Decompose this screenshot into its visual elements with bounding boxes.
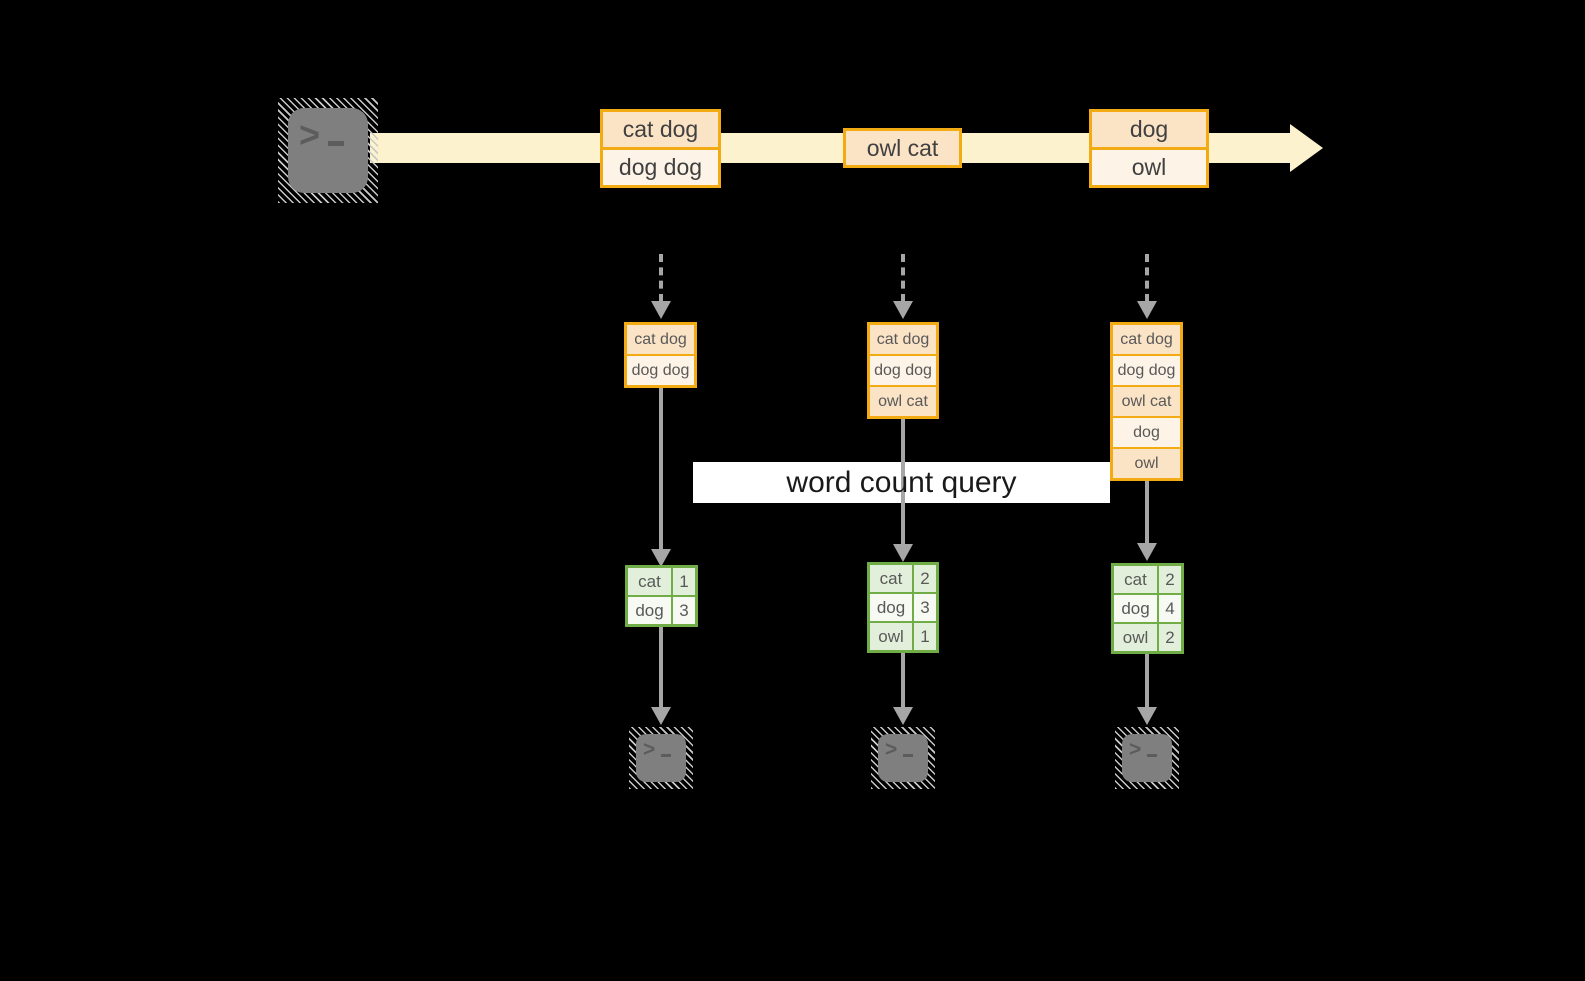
- count-row: cat 1: [628, 568, 695, 595]
- stream-batch-2: owl cat: [843, 128, 962, 168]
- trigger-arrowhead-icon-1: [651, 301, 671, 319]
- state-line: owl cat: [870, 385, 936, 416]
- count-cell: 1: [912, 623, 936, 650]
- sink-connector-line-1: [659, 627, 663, 709]
- state-line: cat dog: [627, 325, 694, 354]
- count-row: dog 4: [1114, 593, 1181, 622]
- trigger-dashed-arrow-2: [901, 254, 905, 302]
- prompt-underscore-icon: [661, 754, 671, 757]
- count-table-1: cat 1 dog 3: [625, 565, 698, 627]
- word-cell: cat: [1124, 569, 1147, 589]
- count-cell: 2: [1157, 624, 1181, 651]
- prompt-underscore-icon: [328, 141, 344, 146]
- trigger-arrowhead-icon-3: [1137, 301, 1157, 319]
- state-line: dog dog: [870, 354, 936, 385]
- stream-batch-1: cat dog dog dog: [600, 109, 721, 188]
- count-cell: 2: [1157, 566, 1181, 593]
- trigger-dashed-arrow-1: [659, 254, 663, 302]
- count-table-2: cat 2 dog 3 owl 1: [867, 562, 939, 653]
- word-cell: cat: [638, 571, 661, 591]
- word-cell: cat: [879, 568, 903, 588]
- count-cell: 3: [912, 594, 936, 621]
- terminal-prompt-icon: >: [636, 734, 686, 782]
- sink-connector-line-2: [901, 653, 905, 709]
- sink-terminal-icon-3: >: [1115, 727, 1179, 789]
- state-line: owl cat: [1113, 385, 1180, 416]
- sink-arrowhead-icon-3: [1137, 707, 1157, 725]
- count-row: dog 3: [870, 592, 936, 621]
- count-cell: 1: [671, 568, 695, 595]
- prompt-chevron-icon: >: [643, 738, 656, 761]
- sink-connector-line-3: [1145, 654, 1149, 709]
- count-row: owl 2: [1114, 622, 1181, 651]
- batch-line: owl: [1092, 147, 1206, 185]
- query-label: word count query: [786, 465, 1017, 499]
- connector-line-3: [1145, 481, 1149, 545]
- connector-line-1: [659, 388, 663, 551]
- word-cell: owl: [1122, 627, 1149, 647]
- sink-terminal-icon-1: >: [629, 727, 693, 789]
- state-stack-2: cat dog dog dog owl cat: [867, 322, 939, 419]
- stream-batch-3: dog owl: [1089, 109, 1209, 188]
- state-line: cat dog: [1113, 325, 1180, 354]
- prompt-chevron-icon: >: [1129, 738, 1142, 761]
- trigger-dashed-arrow-3: [1145, 254, 1149, 302]
- connector-line-2: [901, 418, 905, 546]
- word-cell: owl: [878, 626, 904, 646]
- state-line: dog dog: [1113, 354, 1180, 385]
- count-cell: 4: [1157, 595, 1181, 622]
- batch-line: owl cat: [846, 131, 959, 165]
- batch-line: dog dog: [603, 147, 718, 185]
- count-row: cat 2: [1114, 566, 1181, 593]
- state-stack-1: cat dog dog dog: [624, 322, 697, 388]
- prompt-underscore-icon: [903, 754, 913, 757]
- terminal-prompt-icon: >: [1122, 734, 1172, 782]
- connector-arrowhead-icon-2: [893, 544, 913, 562]
- sink-arrowhead-icon-1: [651, 707, 671, 725]
- word-cell: dog: [1121, 598, 1150, 618]
- prompt-chevron-icon: >: [299, 114, 321, 155]
- connector-arrowhead-icon-1: [651, 549, 671, 567]
- sink-arrowhead-icon-2: [893, 707, 913, 725]
- stream-arrowhead-icon: [1290, 124, 1323, 172]
- count-cell: 3: [671, 597, 695, 624]
- word-cell: dog: [876, 597, 906, 617]
- trigger-arrowhead-icon-2: [893, 301, 913, 319]
- prompt-chevron-icon: >: [885, 738, 898, 761]
- terminal-prompt-icon: >: [878, 734, 928, 782]
- state-line: dog: [1113, 416, 1180, 447]
- count-cell: 2: [912, 565, 936, 592]
- terminal-prompt-icon: >: [288, 108, 368, 193]
- sink-terminal-icon-2: >: [871, 727, 935, 789]
- word-cell: dog: [635, 600, 664, 620]
- count-row: cat 2: [870, 565, 936, 592]
- prompt-underscore-icon: [1147, 754, 1157, 757]
- state-line: cat dog: [870, 325, 936, 354]
- batch-line: cat dog: [603, 112, 718, 147]
- source-terminal-icon: >: [278, 98, 378, 203]
- count-table-3: cat 2 dog 4 owl 2: [1111, 563, 1184, 654]
- count-row: owl 1: [870, 621, 936, 650]
- state-line: dog dog: [627, 354, 694, 385]
- state-line: owl: [1113, 447, 1180, 478]
- count-row: dog 3: [628, 595, 695, 624]
- connector-arrowhead-icon-3: [1137, 543, 1157, 561]
- batch-line: dog: [1092, 112, 1206, 147]
- state-stack-3: cat dog dog dog owl cat dog owl: [1110, 322, 1183, 481]
